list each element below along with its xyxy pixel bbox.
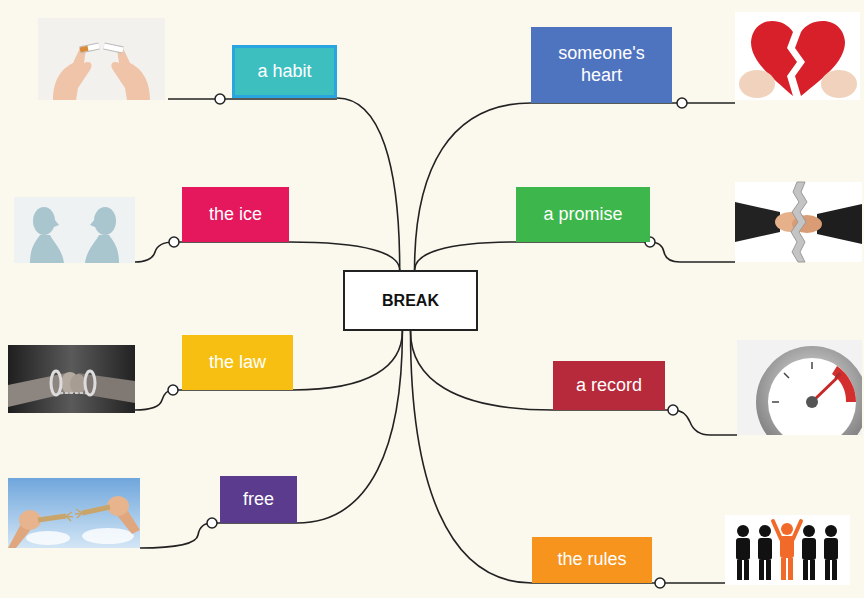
node-label: BREAK [382, 291, 439, 310]
law-picture [8, 345, 135, 413]
word-box: the ice [182, 187, 289, 242]
leader-lines [135, 99, 737, 583]
connector [289, 242, 400, 270]
node-label: the ice [209, 204, 262, 226]
word-box: the law [182, 335, 293, 390]
node-label: the rules [557, 549, 626, 571]
word-box: the rules [532, 537, 652, 583]
connector [293, 331, 402, 390]
ice-picture [14, 197, 135, 263]
node-label: someone's heart [541, 43, 662, 86]
habit-picture [38, 18, 165, 100]
connector [411, 331, 533, 583]
word-box: free [220, 476, 297, 523]
record-picture [737, 340, 864, 458]
node-label: a promise [543, 204, 622, 226]
heart-picture [735, 12, 860, 100]
word-box: someone's heart [531, 27, 672, 103]
promise-picture [735, 182, 862, 262]
connector [297, 331, 402, 523]
connector [415, 242, 516, 270]
node-label: a habit [257, 61, 311, 83]
node-label: free [243, 489, 274, 511]
rules-picture [725, 515, 850, 585]
central-box: BREAK [343, 270, 478, 331]
word-box: a record [553, 361, 665, 410]
node-label: the law [209, 352, 266, 374]
node-label: a record [576, 375, 642, 397]
free-picture [8, 478, 140, 548]
connector [411, 331, 554, 410]
connector [415, 103, 531, 270]
word-box: a habit [232, 45, 337, 98]
leader-dots [168, 94, 687, 588]
word-box: a promise [516, 187, 650, 242]
